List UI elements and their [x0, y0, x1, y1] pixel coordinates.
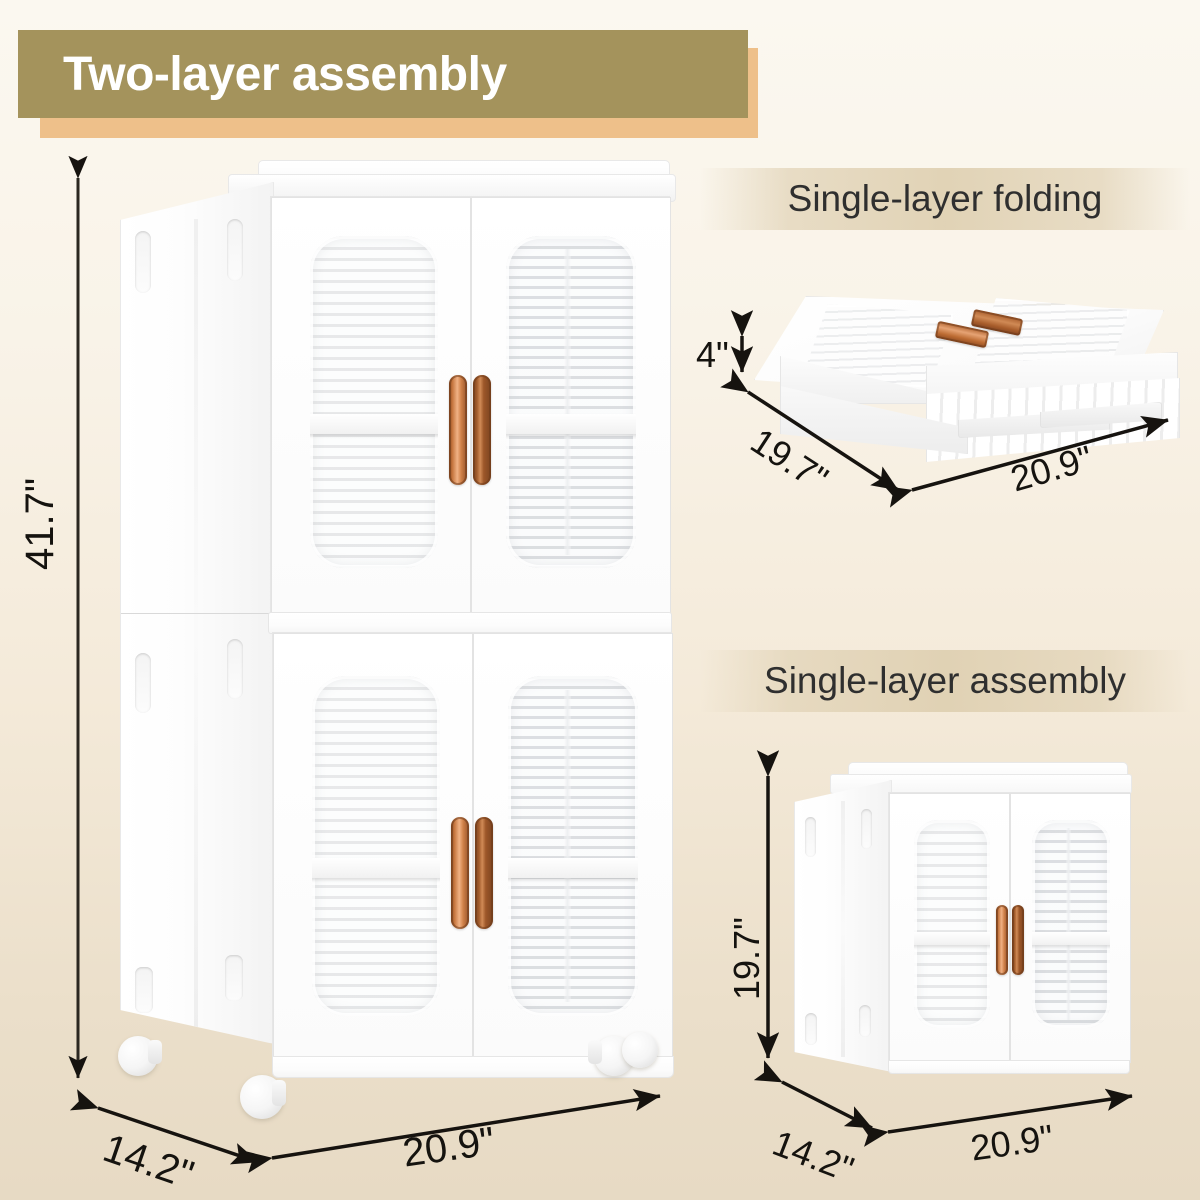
title-banner: Two-layer assembly: [18, 30, 758, 138]
upper-left-shelf: [310, 414, 438, 434]
side-slot-handle-top-right: [227, 219, 243, 281]
cabinet-base-plinth: [272, 1056, 674, 1078]
tier-divider-band: [268, 612, 672, 634]
caster-stem-back-left: [148, 1040, 162, 1064]
dimension-label-two-layer-depth: 14.2": [97, 1126, 200, 1198]
single-right-shelf: [1032, 932, 1110, 945]
caster-wheel-far-right: [622, 1032, 658, 1068]
side-slot-handle-mid-right: [227, 639, 243, 699]
lower-left-door-window: [312, 676, 440, 1016]
upper-door-handle-right[interactable]: [473, 375, 491, 485]
single-door-right[interactable]: [1010, 793, 1131, 1063]
lower-right-shelf: [508, 858, 638, 878]
side-slot-handle-top-left: [135, 231, 151, 293]
single-right-door-window: [1032, 820, 1110, 1028]
single-door-handle-right[interactable]: [1012, 905, 1024, 975]
dimension-label-two-layer-height: 41.7": [18, 477, 62, 570]
caster-stem-front-left: [272, 1080, 286, 1106]
single-layer-cabinet-illustration: [790, 762, 1150, 1092]
upper-tier-door-right[interactable]: [471, 197, 671, 615]
upper-door-handle-left[interactable]: [449, 375, 467, 485]
single-side-foot-left: [805, 1013, 817, 1045]
caster-stem-back-right: [588, 1040, 602, 1064]
dimension-label-two-layer-width: 20.9": [400, 1119, 498, 1176]
lower-door-handle-left[interactable]: [451, 817, 469, 929]
cabinet-left-side-panel: [120, 182, 274, 1044]
single-base-plinth: [888, 1060, 1130, 1074]
single-door-handle-left[interactable]: [996, 905, 1008, 975]
single-left-shelf: [914, 932, 990, 945]
upper-right-shelf: [506, 414, 636, 434]
section-heading-single-layer-folding: Single-layer folding: [700, 168, 1190, 230]
upper-left-door-window: [310, 236, 438, 568]
lower-tier-door-left[interactable]: [273, 633, 473, 1061]
single-side-slot-left: [805, 817, 816, 857]
dimension-label-single-height: 19.7": [726, 917, 767, 1000]
lower-tier-front: [272, 632, 673, 1062]
upper-right-door-window: [506, 236, 636, 568]
lower-left-shelf: [312, 858, 440, 878]
dimension-label-single-width: 20.9": [968, 1116, 1056, 1169]
single-side-slot-right: [861, 809, 872, 849]
side-slot-handle-mid-left: [135, 653, 151, 713]
lower-right-support-rod: [564, 689, 571, 1003]
single-door-left[interactable]: [889, 793, 1010, 1063]
dimension-label-folded-height: 4": [696, 334, 729, 375]
section-heading-single-layer-assembly: Single-layer assembly: [700, 650, 1190, 712]
single-left-door-window: [914, 820, 990, 1028]
two-layer-cabinet-illustration: [110, 160, 676, 1119]
lower-right-door-window: [508, 676, 638, 1016]
upper-tier-door-left[interactable]: [271, 197, 471, 615]
single-right-support-rod: [1066, 828, 1071, 1020]
single-side-hinge-line: [841, 801, 845, 1057]
side-foot-notch-left: [135, 967, 153, 1013]
page-title: Two-layer assembly: [63, 47, 507, 101]
heading-label-folding: Single-layer folding: [787, 178, 1103, 219]
lower-tier-door-right[interactable]: [473, 633, 673, 1061]
upper-tier-front: [270, 196, 671, 616]
side-foot-notch-right: [225, 955, 243, 1001]
side-panel-hinge-line: [194, 219, 198, 1039]
side-panel-tier-seam: [121, 613, 273, 614]
single-side-foot-right: [859, 1005, 871, 1037]
heading-label-assembly: Single-layer assembly: [764, 660, 1126, 701]
dimension-label-single-depth: 14.2": [767, 1122, 860, 1190]
single-left-side-panel: [794, 780, 892, 1072]
lower-door-handle-right[interactable]: [475, 817, 493, 929]
title-banner-plate: Two-layer assembly: [18, 30, 748, 118]
single-tier-front: [888, 792, 1131, 1064]
upper-right-support-rod: [564, 249, 571, 555]
